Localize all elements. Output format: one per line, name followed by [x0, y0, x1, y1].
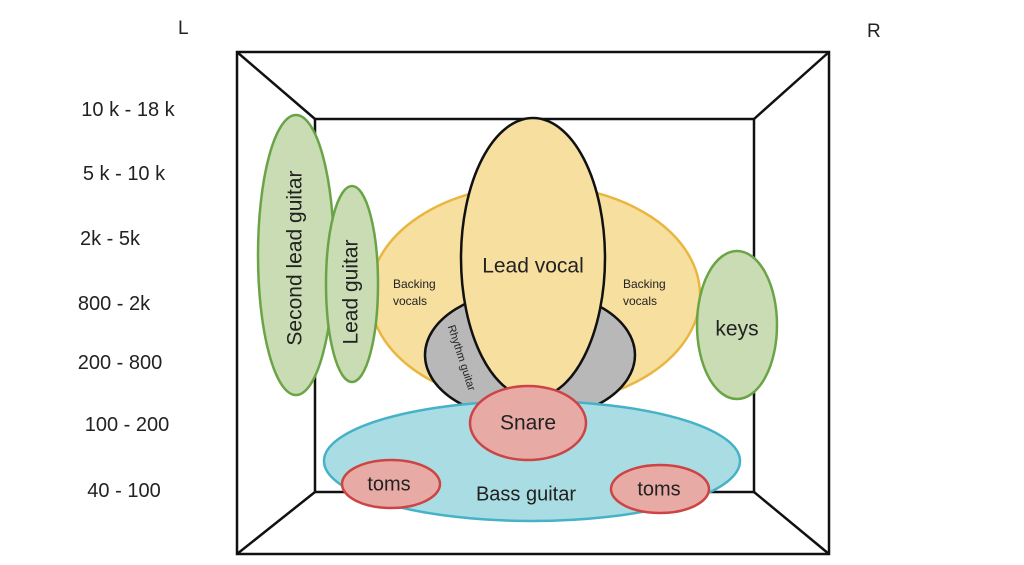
- lead-guitar-label: Lead guitar: [340, 239, 363, 344]
- toms-left-label: toms: [367, 473, 410, 495]
- toms-right-ellipse: [609, 463, 711, 515]
- backing-vocals-left-label: Backing: [393, 277, 436, 291]
- snare-label: Snare: [500, 412, 556, 435]
- frequency-band-label: 2k - 5k: [79, 228, 141, 250]
- toms-left-ellipse: [340, 458, 442, 510]
- frequency-band-label: 5 k - 10 k: [82, 163, 166, 185]
- backing-vocals-right-label: vocals: [623, 294, 657, 308]
- lead-vocal-label: Lead vocal: [482, 255, 584, 278]
- corner-line: [753, 491, 830, 555]
- backing-vocals-left-label: vocals: [393, 294, 427, 308]
- backing-vocals-right-label: Backing: [623, 277, 666, 291]
- second-lead-guitar-label: Second lead guitar: [284, 170, 307, 345]
- keys-ellipse: [695, 249, 779, 401]
- right-channel-label: R: [867, 21, 881, 42]
- frequency-band-label: 40 - 100: [87, 480, 161, 502]
- frequency-band-label: 10 k - 18 k: [81, 99, 175, 121]
- snare-ellipse: [468, 384, 588, 462]
- frequency-band-label: 800 - 2k: [77, 293, 151, 315]
- corner-line: [236, 491, 316, 555]
- corner-line: [753, 51, 830, 120]
- toms-right-label: toms: [637, 478, 680, 500]
- left-channel-label: L: [178, 18, 189, 39]
- bass-guitar-label: Bass guitar: [476, 483, 576, 505]
- outer-frame: [235, 50, 831, 556]
- corner-line: [236, 51, 316, 120]
- frequency-band-label: 200 - 800: [77, 352, 163, 374]
- lead-guitar-ellipse: [324, 184, 380, 384]
- frequency-band-label: 100 - 200: [84, 414, 170, 436]
- keys-label: keys: [715, 318, 758, 341]
